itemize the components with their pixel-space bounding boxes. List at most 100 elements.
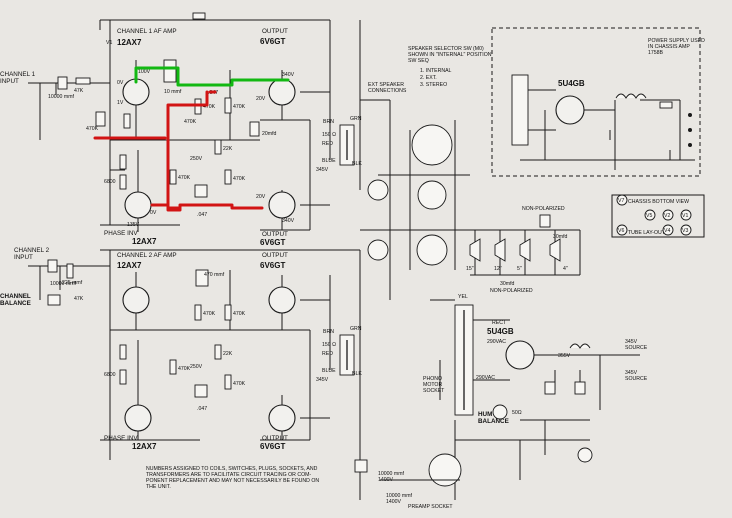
chassis-tube-v3 bbox=[680, 224, 692, 236]
channel1-tap-blk: BLK bbox=[352, 161, 362, 167]
channel1-v3-output-tube bbox=[268, 78, 296, 106]
channel1-v1-plate-voltage: 100V bbox=[138, 69, 151, 75]
channel1-pi-resistor-1 bbox=[119, 154, 127, 170]
channel1-r470k-left: 470K bbox=[86, 126, 99, 132]
channel1-v1-cathode-voltage: 1V bbox=[117, 100, 124, 106]
chassis-tube-v1-label: V1 bbox=[682, 213, 688, 219]
power-supply-terminal-2 bbox=[688, 128, 692, 132]
ext-speaker-label: EXT SPEAKER CONNECTIONS bbox=[368, 82, 407, 94]
channel1-r6800: 6800 bbox=[104, 179, 116, 185]
channel2-input-cap bbox=[47, 259, 58, 273]
chassis-tube-v2-label: V2 bbox=[664, 213, 670, 219]
channel1-input-label: CHANNEL 1 INPUT bbox=[0, 71, 37, 85]
schematic-footnote: NUMBERS ASSIGNED TO COILS, SWITCHES, PLU… bbox=[146, 466, 321, 490]
channel1-v2-voltage: 0V bbox=[150, 210, 157, 216]
channel2-balance-pot bbox=[47, 294, 61, 306]
speaker-selector-title: SPEAKER SELECTOR SW (M0) SHOWN IN "INTER… bbox=[408, 46, 493, 64]
preamp-socket bbox=[428, 453, 462, 487]
channel1-cathode-resistor bbox=[123, 113, 131, 129]
preamp-socket-label: PREAMP SOCKET bbox=[408, 504, 453, 510]
power-supply-terminal-1 bbox=[688, 113, 692, 117]
chassis-tube-v6 bbox=[616, 224, 628, 236]
speakers-section: NON-POLARIZED 30mfd 15" 12" 5" 4" 30mfd … bbox=[466, 206, 581, 294]
main-supply-rect-type: 5U4GB bbox=[487, 327, 514, 336]
channel1-stage-title: CHANNEL 1 AF AMP bbox=[117, 28, 177, 35]
channel2-r6800: 6800 bbox=[104, 372, 116, 378]
channel2-tap-blue: BLUE bbox=[322, 368, 336, 374]
channel2-pi-resistor-2 bbox=[119, 369, 127, 385]
channel2-grid-resistor-2 bbox=[224, 304, 232, 321]
channel2-tap-brn: BRN bbox=[323, 329, 334, 335]
ext-speaker-jack-1 bbox=[367, 179, 389, 201]
speaker-4in-icon bbox=[549, 238, 561, 262]
channel1-v345: 345V bbox=[316, 167, 329, 173]
main-supply-rect-label: RECT bbox=[492, 320, 507, 326]
channel2-v250: 250V bbox=[190, 364, 203, 370]
channel2-phase-inv-type: 12AX7 bbox=[132, 442, 157, 451]
channel2-pi-resistor-1 bbox=[119, 344, 127, 360]
channel2-output-wiring bbox=[260, 275, 331, 441]
channel1-pi-resistor-2 bbox=[119, 174, 127, 190]
power-supply-box-title: POWER SUPPLY USED IN CHASSIS AMP 1758B bbox=[648, 38, 706, 56]
channel1-v1-ref: V1 bbox=[106, 40, 112, 46]
main-supply-filter-cap-1 bbox=[544, 381, 556, 395]
main-supply-v355: 355V bbox=[558, 353, 571, 359]
channel1-phase-inv-type: 12AX7 bbox=[132, 237, 157, 246]
chassis-tube-v3-label: V3 bbox=[682, 228, 688, 234]
speakers-top-cap bbox=[539, 214, 551, 228]
channel1-tap-red: RED bbox=[322, 141, 333, 147]
highlight-green-signal-path bbox=[134, 66, 290, 87]
channel2-input-label: CHANNEL 2 INPUT bbox=[14, 247, 51, 261]
channel1-20mfd: 20mfd bbox=[262, 131, 277, 137]
chassis-tube-v4 bbox=[662, 224, 674, 236]
main-supply-filter-cap-2 bbox=[574, 381, 586, 395]
channel1-v3-cathode: 20V bbox=[256, 96, 266, 102]
channel1-v4-plate: 340V bbox=[282, 218, 295, 224]
chassis-view-title: CHASSIS BOTTOM VIEW bbox=[628, 199, 689, 205]
channel2-phase-inv-label: PHASE INV bbox=[104, 435, 138, 442]
speaker-selector-wiring bbox=[360, 99, 470, 300]
channel1-output-label-top: OUTPUT bbox=[262, 28, 288, 35]
channel2-r470k-b: 470K bbox=[233, 311, 246, 317]
main-supply-vac-1: 290VAC bbox=[487, 339, 506, 345]
channel2-input-cap-value: 10000 mmf bbox=[50, 281, 77, 287]
channel2-v6-tube bbox=[124, 404, 152, 432]
channel2-phase-inv-wiring bbox=[100, 340, 200, 441]
chassis-tube-v4-label: V4 bbox=[664, 228, 670, 234]
power-supply-resistor bbox=[659, 101, 673, 109]
channel1-v250: 250V bbox=[190, 156, 203, 162]
channel1-v1-grid-voltage: 0V bbox=[117, 80, 124, 86]
channel1-22k-resistor bbox=[214, 139, 222, 155]
main-power-supply: YEL RECT 5U4GB 290VAC 290VAC 355V 345V S… bbox=[354, 294, 648, 510]
channel2-c225: 225 mmf bbox=[62, 280, 83, 286]
channel2-v345: 345V bbox=[316, 377, 329, 383]
speaker-15in-icon bbox=[469, 238, 481, 262]
channel2-v5-tube bbox=[122, 286, 150, 314]
channel1-tap-brn: BRN bbox=[323, 119, 334, 125]
channel2-r47k: 47K bbox=[74, 296, 84, 302]
channel1-output-type-bot: 6V6GT bbox=[260, 238, 285, 247]
speakers-cap-value-bottom: 30mfd bbox=[500, 281, 515, 287]
channel2-r470k-a: 470K bbox=[203, 311, 216, 317]
power-supply-wiring bbox=[520, 89, 695, 170]
speaker-selector-switch-top bbox=[411, 124, 453, 166]
power-supply-terminal-3 bbox=[688, 143, 692, 147]
channel1-r470k-pi: 470K bbox=[178, 175, 191, 181]
channel1-470k-resistor-b bbox=[224, 169, 232, 185]
channel1-r470k-right: 470K bbox=[233, 104, 246, 110]
channel1-r470k-mid: 470K bbox=[203, 104, 216, 110]
channel1-coupling-value: 10 mmf bbox=[164, 89, 182, 95]
channel2-grid-resistor bbox=[194, 304, 202, 321]
main-supply-rect-tube bbox=[505, 340, 535, 370]
chassis-tube-v5 bbox=[644, 209, 656, 221]
channel1-bypass-cap bbox=[95, 111, 106, 127]
ext-speaker-jack-2 bbox=[367, 239, 389, 261]
main-supply-hum-balance-pot bbox=[492, 404, 508, 420]
chassis-tube-v7-label: V7 bbox=[618, 198, 624, 204]
channel2-c047: .047 bbox=[197, 406, 207, 412]
speaker-4in-label: 4" bbox=[563, 266, 568, 272]
channel1-coupling-cap bbox=[163, 59, 177, 83]
main-supply-vac-2: 290VAC bbox=[476, 375, 495, 381]
main-supply-hum-balance: HUM BALANCE bbox=[478, 411, 509, 425]
channel1-v3-plate: 340V bbox=[282, 72, 295, 78]
